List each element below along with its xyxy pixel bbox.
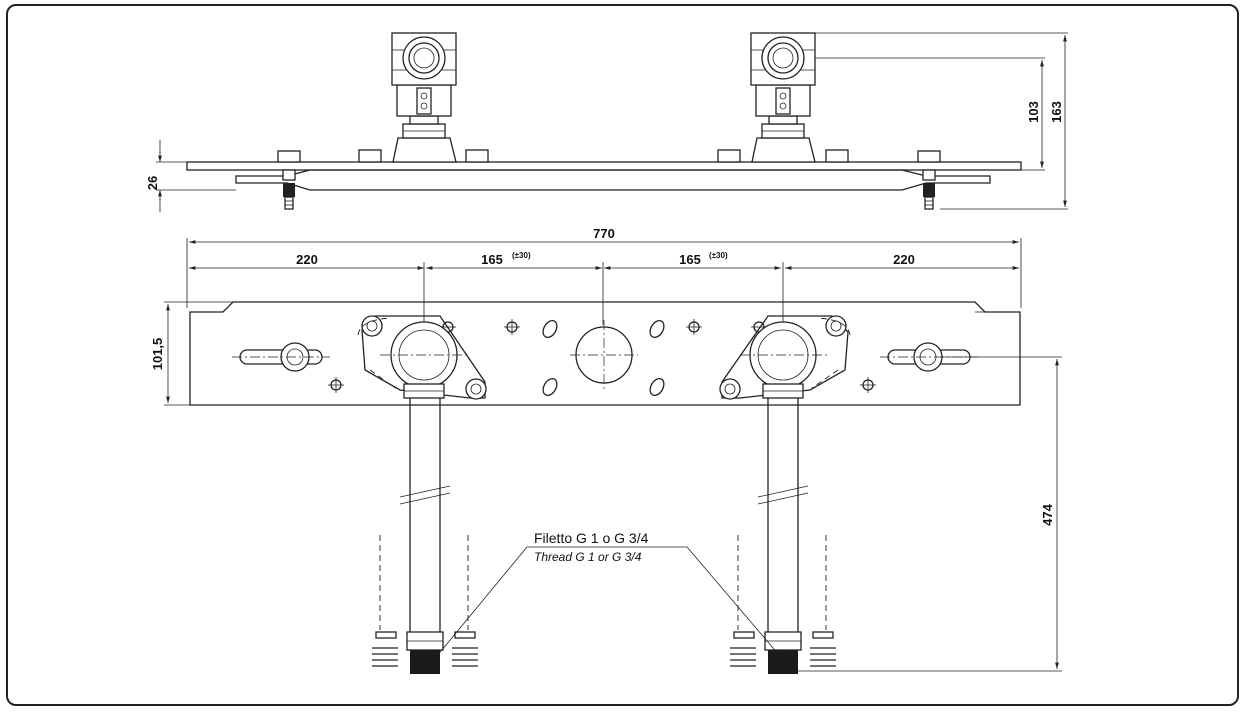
dim-left-margin: 220 [296,252,318,267]
dim-center-right: 165 [679,252,701,267]
dim-plate-height: 101,5 [150,338,165,371]
side-outlet-left [358,32,489,163]
side-view [156,32,1068,212]
front-outlet-right [719,315,851,400]
dim-total-height: 163 [1049,101,1064,123]
dim-plate-thickness: 26 [145,176,160,190]
front-slot-right [880,342,978,372]
screw-holes [328,319,876,397]
dim-tolerance-left: (±30) [512,251,531,260]
front-view [164,238,1062,674]
front-outlet-left [357,315,487,400]
dim-right-margin: 220 [893,252,915,267]
dim-tolerance-right: (±30) [709,251,728,260]
side-outlet-right [717,32,849,163]
pipe-left [372,398,478,674]
side-bolt-left [277,150,301,210]
thread-note-italian: Filetto G 1 o G 3/4 [534,530,649,546]
dim-outlet-height: 103 [1026,101,1041,123]
front-slot-left [232,342,330,372]
drawing-frame [6,4,1239,706]
thread-note-english: Thread G 1 or G 3/4 [534,550,642,564]
side-bolt-right [917,150,941,210]
dim-pipe-length: 474 [1040,503,1055,525]
dim-center-left: 165 [481,252,503,267]
dim-total-width: 770 [593,226,615,241]
pipe-right [730,398,836,674]
